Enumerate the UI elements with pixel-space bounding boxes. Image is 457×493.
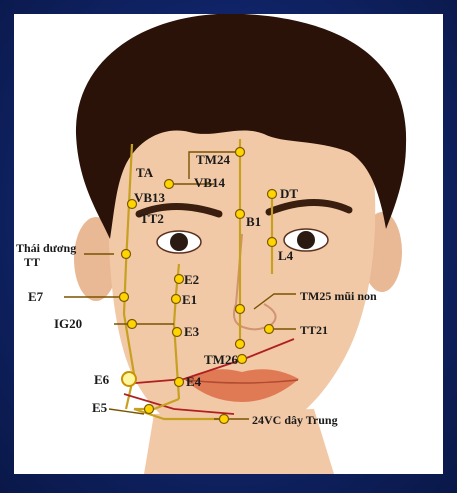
label-e2: E2: [184, 272, 199, 287]
label-e5: E5: [92, 400, 108, 415]
acupoint-vb14: [165, 180, 174, 189]
acupoint-tm24: [236, 148, 245, 157]
label-ig20: IG20: [54, 316, 82, 331]
right-pupil: [297, 231, 315, 249]
face-diagram-frame: TM24 VB14 TA VB13 DT TT2 B1 L4 Thái dươn…: [14, 14, 443, 474]
label-vb13: VB13: [134, 190, 166, 205]
label-e1: E1: [182, 292, 197, 307]
acupoint-e2: [175, 275, 184, 284]
acupoint-e4: [175, 378, 184, 387]
acupoint-b1-right: [268, 238, 277, 247]
label-e7: E7: [28, 289, 44, 304]
label-dt: DT: [280, 186, 298, 201]
acupoint-tt: [122, 250, 131, 259]
face-acupuncture-diagram: TM24 VB14 TA VB13 DT TT2 B1 L4 Thái dươn…: [14, 14, 443, 474]
label-tm26: TM26: [204, 352, 238, 367]
acupoint-l4: [238, 355, 247, 364]
label-e4: E4: [186, 374, 202, 389]
acupoint-tm26: [236, 340, 245, 349]
acupoint-tt21: [265, 325, 274, 334]
acupoint-e3: [173, 328, 182, 337]
label-tt2: TT2: [140, 211, 164, 226]
label-e6: E6: [94, 372, 110, 387]
label-24vc: 24VC dây Trung: [252, 413, 338, 427]
acupoint-e1: [172, 295, 181, 304]
label-tt21: TT21: [300, 323, 328, 337]
acupoint-e6: [122, 372, 136, 386]
label-e3: E3: [184, 324, 200, 339]
left-pupil: [170, 233, 188, 251]
label-tm25: TM25 mũi non: [300, 289, 377, 303]
label-b1: B1: [246, 214, 261, 229]
label-l4: L4: [278, 248, 294, 263]
acupoint-ig20: [128, 320, 137, 329]
label-vb14: VB14: [194, 175, 226, 190]
label-ta: TA: [136, 165, 154, 180]
acupoint-dt: [268, 190, 277, 199]
label-tt: TT: [24, 255, 40, 269]
label-tm24: TM24: [196, 152, 230, 167]
acupoint-e5: [145, 405, 154, 414]
acupoint-24vc: [220, 415, 229, 424]
acupoint-tm25: [236, 305, 245, 314]
acupoint-b1: [236, 210, 245, 219]
label-thai-duong: Thái dương: [16, 241, 76, 255]
acupoint-e7: [120, 293, 129, 302]
